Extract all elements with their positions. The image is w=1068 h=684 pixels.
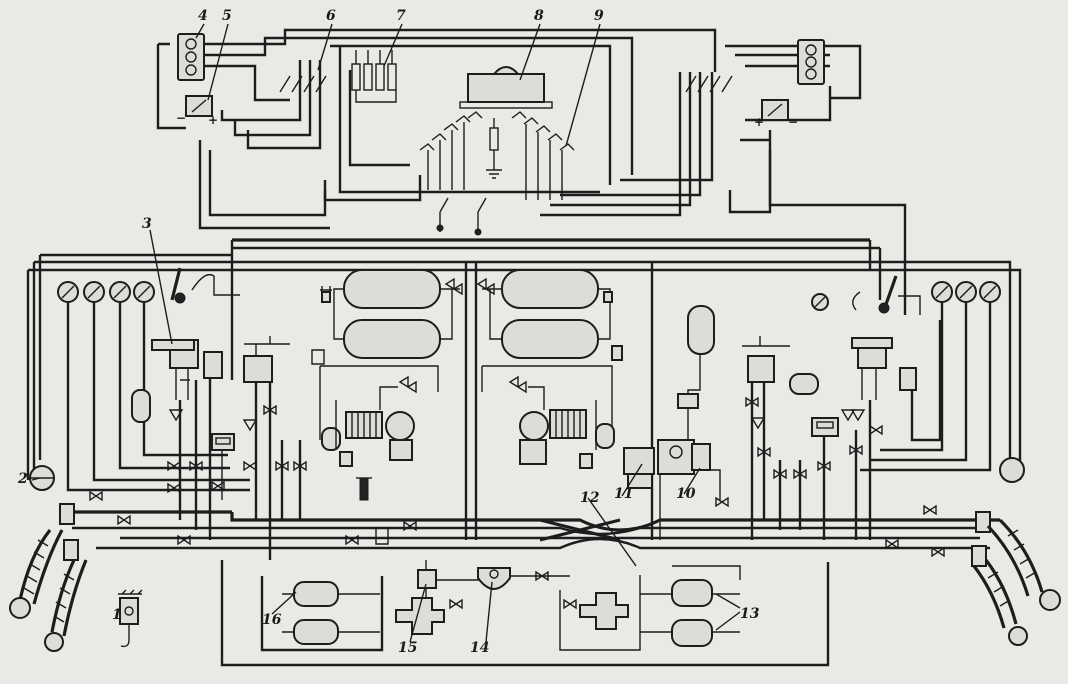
selector-switches	[436, 197, 487, 236]
leader-lines	[31, 23, 741, 643]
lower-box	[220, 560, 830, 667]
contact-array-right	[511, 111, 575, 200]
svg-text:−: −	[176, 111, 186, 125]
coupling-detail-1	[118, 589, 143, 648]
air-tanks-right	[476, 269, 623, 361]
svg-text:+: +	[208, 113, 218, 127]
switch-group-right	[685, 75, 733, 93]
small-reservoir-right	[789, 373, 819, 395]
hose-left	[9, 465, 88, 652]
label-7: 7	[396, 8, 406, 24]
compressor-left	[319, 365, 439, 501]
control-cabinet	[459, 66, 553, 109]
label-6: 6	[326, 8, 336, 24]
label-9: 9	[594, 8, 604, 24]
svg-text:−: −	[788, 115, 798, 129]
label-5: 5	[222, 8, 232, 24]
voltmeter-left: − +	[176, 95, 218, 127]
label-1: 1	[112, 607, 122, 623]
label-15: 15	[398, 640, 417, 656]
valves-right	[715, 336, 945, 558]
label-8: 8	[534, 8, 544, 24]
label-12: 12	[580, 490, 600, 506]
taps-left	[211, 336, 290, 560]
voltmeter-right: + −	[754, 99, 798, 129]
valves-left	[89, 404, 307, 546]
signal-lamp-block-left	[177, 33, 205, 81]
driver-controller-right	[850, 275, 942, 540]
label-4: 4	[198, 8, 208, 24]
resistor-bank	[351, 50, 397, 103]
lower-pipes	[60, 510, 1000, 550]
label-16: 16	[262, 612, 282, 628]
compressor-right	[481, 365, 615, 469]
switch-group-left	[279, 75, 327, 93]
part-number-labels: 1 2 3 4 5 6 7 8 9 10 11 12 13 14 15 16	[17, 8, 760, 656]
air-tanks-left	[311, 269, 463, 365]
label-13: 13	[740, 606, 760, 622]
contact-array-left	[419, 111, 483, 190]
svg-text:+: +	[754, 115, 764, 129]
gauge-row-left	[57, 281, 155, 303]
label-2: 2	[17, 471, 28, 487]
label-14: 14	[470, 640, 489, 656]
signal-lamp-block-right	[797, 39, 825, 85]
label-3: 3	[142, 216, 152, 232]
label-10: 10	[676, 486, 696, 502]
hose-right	[971, 457, 1061, 646]
unit-10-11	[623, 305, 721, 540]
ground-resistor	[486, 118, 502, 179]
small-reservoir-left	[131, 389, 151, 423]
